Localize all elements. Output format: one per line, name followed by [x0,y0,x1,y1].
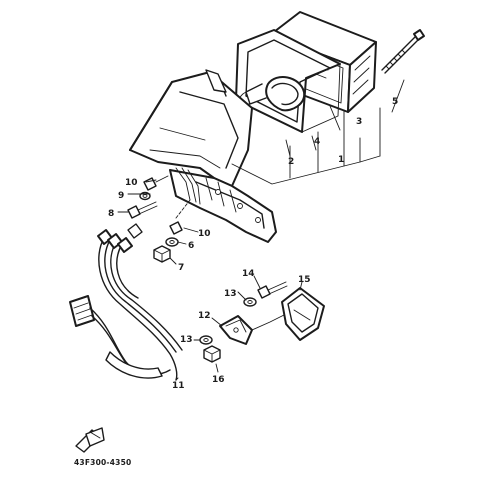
wiring-harness [69,223,183,381]
callout-8: 8 [108,209,114,219]
diagram-code: 43F300-4350 [74,458,131,467]
callout-10-top: 10 [125,178,138,188]
callout-14: 14 [242,269,255,279]
publisher-mark [75,427,105,453]
callout-12: 12 [198,311,211,321]
callout-3: 3 [356,117,362,127]
callout-13-top: 13 [224,289,237,299]
callout-6: 6 [188,241,194,251]
assembly-bracket-lines [231,107,381,185]
callout-4: 4 [314,137,320,147]
bulb-socket [239,76,306,112]
callout-15: 15 [298,275,311,285]
leader-lines [117,79,405,381]
callout-13-bottom: 13 [180,335,193,345]
callout-5: 5 [392,97,398,107]
callout-11: 11 [172,381,185,391]
callout-labels: 1 2 3 4 5 10 9 8 10 6 7 11 12 13 14 15 1… [108,97,398,391]
tail-fender-bracket [129,69,277,243]
callout-9: 9 [118,191,124,201]
callout-10-right: 10 [198,229,211,239]
license-light-assembly [199,281,325,363]
callout-16: 16 [212,375,225,385]
callout-1: 1 [338,155,344,165]
left-fasteners [127,175,191,263]
lens-screw [381,29,425,74]
callout-7: 7 [178,263,184,273]
callout-2: 2 [288,157,294,167]
